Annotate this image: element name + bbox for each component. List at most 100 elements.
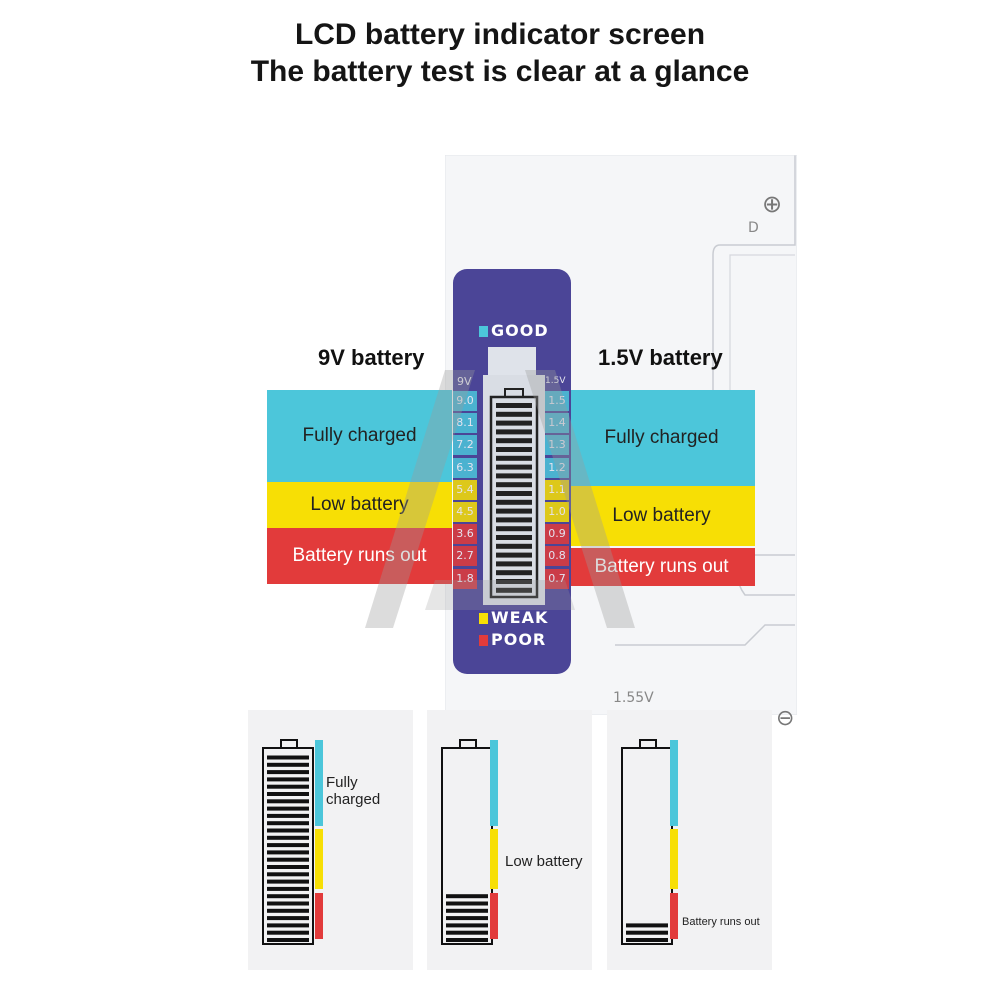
legend-weak: WEAK (479, 608, 548, 627)
lcd-segment (496, 411, 532, 417)
nine-volt-label: 9V battery (318, 345, 425, 370)
lcd-segment (496, 535, 532, 540)
card-segment (267, 784, 309, 789)
right-scale-value: 1.4 (545, 413, 569, 434)
lcd-segment (496, 429, 532, 435)
minus-terminal-icon: ⊖ (776, 705, 795, 730)
lcd-segment (496, 587, 532, 593)
lcd-segment (496, 579, 532, 584)
card-segment (267, 828, 309, 833)
card-segment (267, 813, 309, 818)
lcd-segment (496, 438, 532, 444)
card-segment (267, 872, 309, 877)
right-scale-value: 1.0 (545, 502, 569, 522)
card-segment (267, 799, 309, 804)
card-segment (446, 923, 488, 928)
lcd-segment (496, 561, 532, 567)
left-scale-value: 2.7 (453, 546, 477, 567)
band-left-fully-charged: Fully charged (267, 390, 452, 482)
card-segment (626, 938, 668, 942)
card-segment (267, 865, 309, 869)
legend-weak-label: WEAK (491, 608, 549, 627)
card-3-label: Battery runs out (682, 916, 760, 928)
lcd-segment (496, 455, 532, 461)
card-segment (446, 908, 488, 913)
lcd-window (488, 347, 536, 377)
band-left-battery-runs-out: Battery runs out (267, 528, 452, 584)
lcd-segment (496, 543, 532, 549)
right-scale-value: 1.2 (545, 457, 569, 478)
card-battery-runs-out: Battery runs out (607, 710, 772, 970)
lcd-segment (496, 499, 532, 505)
card-segment (267, 857, 309, 862)
lcd-segment (496, 517, 532, 523)
card-segment (626, 923, 668, 928)
headline-line-1: LCD battery indicator screen (294, 18, 706, 51)
card-segment (267, 908, 309, 913)
right-scale-value: 1.3 (545, 435, 569, 456)
right-scale-value: 0.7 (545, 568, 569, 589)
card-segment (267, 835, 309, 840)
one-five-volt-label: 1.5V battery (598, 345, 723, 370)
lcd-segment (496, 482, 532, 488)
left-scale-value: 4.5 (453, 502, 477, 522)
lcd-segment (496, 491, 532, 496)
watermark-logo (365, 370, 635, 628)
card-segment (267, 762, 309, 767)
lcd-segment (496, 473, 532, 479)
lcd-segment (496, 403, 532, 408)
card-1-label: Fully charged (326, 774, 381, 808)
lcd-segment (496, 508, 532, 514)
card-segment (267, 806, 309, 811)
card-segment (267, 777, 309, 782)
band-left-low-battery: Low battery (267, 482, 452, 528)
card-segment (267, 755, 309, 760)
card-low-battery: Low battery (427, 710, 592, 970)
card-segment (267, 916, 309, 921)
card-segment (267, 770, 309, 775)
lcd-segment (496, 420, 532, 426)
lcd-segment (496, 464, 532, 470)
card-segment (446, 930, 488, 935)
card-segment (267, 792, 309, 796)
left-scale-value: 7.2 (453, 435, 477, 456)
lcd-segment (496, 552, 532, 558)
card-2-label: Low battery (505, 853, 583, 870)
left-scale-value: 9.0 (453, 391, 477, 411)
card-segment (626, 930, 668, 935)
card-segment (267, 923, 309, 928)
card-segment (267, 886, 309, 891)
good-swatch-icon (479, 326, 488, 337)
lcd-right-header: 1.5V (545, 376, 566, 386)
card-segment (446, 901, 488, 906)
card-fully-charged: Fully charged (248, 710, 413, 970)
card-segment (446, 894, 488, 899)
voltage-readout: 1.55V (613, 690, 654, 706)
lcd-left-header: 9V (457, 375, 472, 388)
left-scale-value: 5.4 (453, 479, 477, 500)
card-segment (446, 938, 488, 942)
right-scale-value: 1.1 (545, 479, 569, 500)
legend-poor: POOR (479, 630, 546, 649)
band-right-low-battery: Low battery (568, 486, 755, 546)
lcd-segment (496, 570, 532, 576)
card-3-battery-icon (621, 739, 678, 945)
band-right-battery-runs-out: Battery runs out (568, 548, 755, 586)
card-segment (267, 930, 309, 935)
lcd-battery-icon (483, 375, 545, 605)
headline-line-2: The battery test is clear at a glance (250, 55, 750, 88)
right-scale-value: 1.5 (545, 391, 569, 411)
card-2-battery-icon (441, 739, 498, 945)
card-segment (267, 821, 309, 826)
left-scale-value: 1.8 (453, 568, 477, 589)
card-segment (267, 938, 309, 942)
lcd-segment (496, 447, 532, 452)
weak-swatch-icon (479, 613, 488, 624)
legend-good: GOOD (479, 321, 549, 340)
card-segment (267, 894, 309, 899)
right-scale-value: 0.9 (545, 524, 569, 545)
size-letter: D (748, 220, 759, 236)
card-1-battery-icon (262, 739, 323, 945)
card-segment (267, 901, 309, 906)
